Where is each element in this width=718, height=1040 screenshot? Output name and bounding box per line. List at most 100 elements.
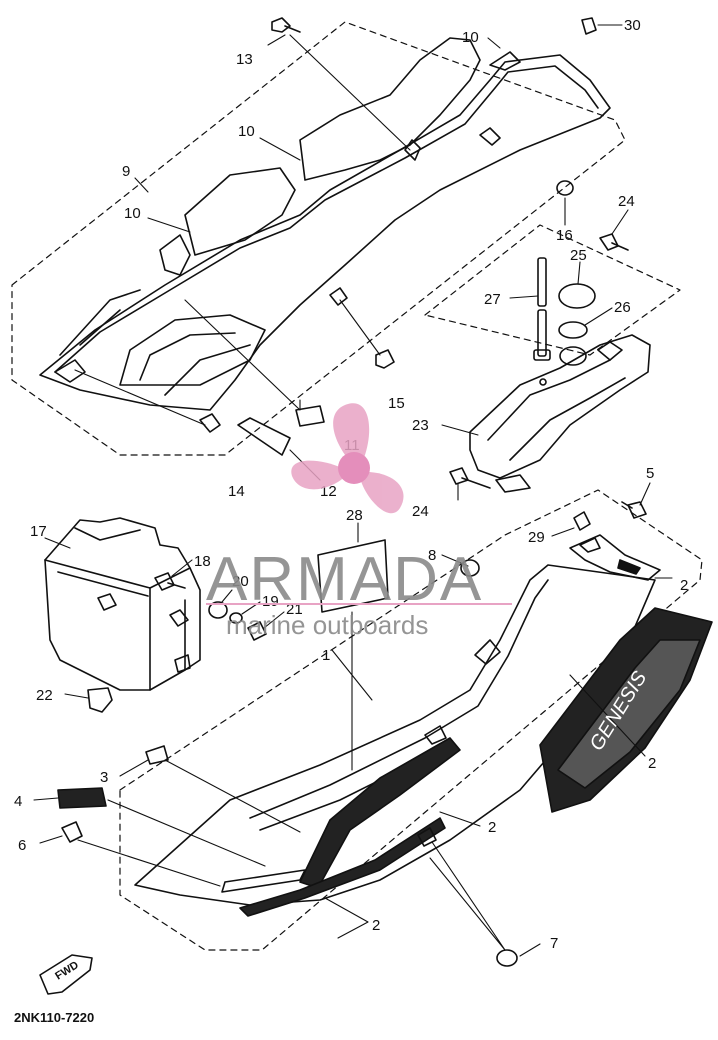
- under-seat-cover: [39, 37, 611, 411]
- leader-3: [119, 759, 301, 833]
- grommet-6: [61, 821, 83, 843]
- leader-28: [351, 522, 359, 771]
- callout-19: 19: [262, 593, 279, 610]
- callout-2-bot: 2: [372, 917, 380, 934]
- damper-4: [57, 787, 107, 809]
- leader-18: [171, 559, 193, 577]
- bolt-24-lower: [449, 467, 491, 489]
- leader-26: [584, 307, 613, 326]
- leader-5: [639, 482, 651, 506]
- callout-1: 1: [322, 647, 330, 664]
- callout-10-left: 10: [124, 205, 141, 222]
- callout-2-mid: 2: [488, 819, 496, 836]
- dipstick-27: [533, 257, 551, 361]
- callout-6: 6: [18, 837, 26, 854]
- callout-23: 23: [412, 417, 429, 434]
- upper-assembly-boundary: [11, 21, 626, 456]
- grommet-22: [87, 687, 113, 713]
- callout-7: 7: [550, 935, 558, 952]
- label-28: [317, 539, 389, 613]
- callout-20: 20: [232, 573, 249, 590]
- callout-16: 16: [556, 227, 573, 244]
- bolt-13: [271, 17, 301, 33]
- callout-9: 9: [122, 163, 130, 180]
- watermark-brand: ARMADA: [206, 545, 483, 614]
- propeller-logo-icon: [291, 403, 404, 514]
- leader-13: [267, 34, 411, 151]
- callout-3: 3: [100, 769, 108, 786]
- callout-15: 15: [388, 395, 405, 412]
- callout-24-lower: 24: [412, 503, 429, 520]
- watermark-tagline: marine outboards: [226, 610, 428, 640]
- pad-3: [145, 745, 169, 765]
- bolt-24-upper: [599, 233, 629, 251]
- callout-28: 28: [346, 507, 363, 524]
- callout-27: 27: [484, 291, 501, 308]
- leader-9: [134, 177, 149, 193]
- callout-5: 5: [646, 465, 654, 482]
- part-number: 2NK110-7220: [14, 1010, 94, 1025]
- leader-29: [551, 527, 575, 537]
- clip-29: [573, 511, 601, 553]
- leader-7b: [519, 943, 541, 957]
- leader-14: [74, 369, 206, 426]
- collar-19: [229, 612, 243, 624]
- callout-4: 4: [14, 793, 22, 810]
- leader-11: [184, 299, 301, 411]
- leader-17: [44, 537, 71, 549]
- callout-2-panel: 2: [648, 755, 656, 772]
- leader-21: [263, 611, 285, 629]
- leader-10-mid: [259, 137, 301, 161]
- leader-22: [64, 693, 89, 699]
- side-cover-1: [134, 534, 713, 917]
- callout-2-top: 2: [680, 577, 688, 594]
- leader-24-upper: [611, 209, 629, 235]
- callout-24-upper: 24: [618, 193, 635, 210]
- nut-7: [496, 949, 518, 967]
- oil-tank-23: [469, 334, 651, 493]
- damper-8: [460, 559, 480, 577]
- bolt-5: [621, 501, 647, 519]
- leader-23: [441, 424, 479, 436]
- callout-10-mid: 10: [238, 123, 255, 140]
- damper-20: [208, 601, 228, 619]
- callout-17: 17: [30, 523, 47, 540]
- leader-7: [429, 841, 506, 951]
- leader-10-top: [487, 37, 501, 49]
- leader-2-panel: [569, 674, 646, 757]
- grommet-16: [556, 180, 574, 196]
- cap-25: [558, 283, 596, 309]
- leader-2-mid: [439, 811, 481, 827]
- callout-25: 25: [570, 247, 587, 264]
- callout-26: 26: [614, 299, 631, 316]
- callout-30: 30: [624, 17, 641, 34]
- lower-assembly-boundary: [119, 489, 703, 951]
- leader-2-bot: [324, 897, 369, 939]
- leader-27: [509, 295, 539, 299]
- callout-22: 22: [36, 687, 53, 704]
- pad-11: [295, 405, 325, 427]
- armada-watermark: ARMADA marine outboards: [206, 403, 512, 640]
- callout-13: 13: [236, 51, 253, 68]
- damper-12: [237, 417, 291, 456]
- grommet-30: [581, 17, 597, 35]
- bolt-18: [154, 572, 186, 591]
- grommet-14: [199, 413, 221, 433]
- callout-18: 18: [194, 553, 211, 570]
- leader-25: [577, 261, 581, 285]
- tank-boundary: [424, 224, 681, 356]
- fwd-arrow-icon: [39, 954, 93, 995]
- callout-10-top: 10: [462, 29, 479, 46]
- callout-21: 21: [286, 601, 303, 618]
- leader-4: [33, 797, 266, 867]
- battery-box-17: [44, 517, 201, 691]
- leader-8: [441, 554, 469, 567]
- gasket-26: [558, 321, 588, 366]
- callout-8: 8: [428, 547, 436, 564]
- callout-14: 14: [228, 483, 245, 500]
- leader-15: [339, 299, 381, 356]
- leader-6: [39, 835, 221, 887]
- bolt-21: [247, 621, 267, 641]
- leader-20: [221, 589, 233, 603]
